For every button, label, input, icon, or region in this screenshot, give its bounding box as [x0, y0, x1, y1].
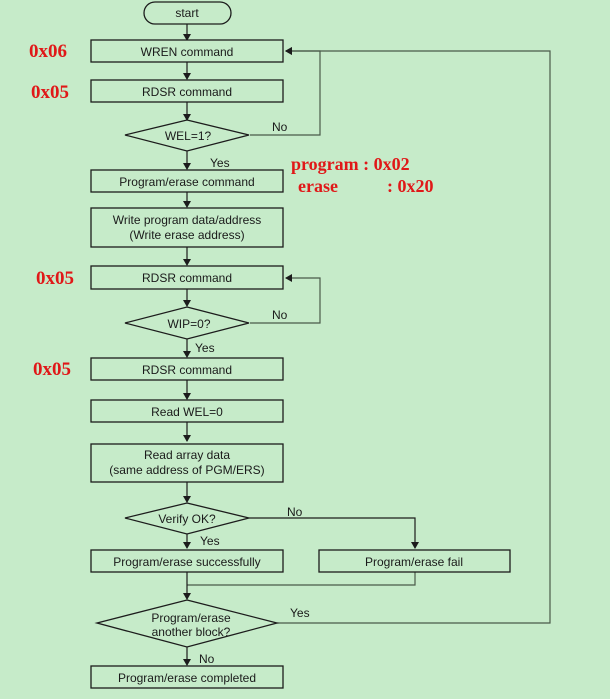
edge-label-another-yes: Yes	[290, 606, 310, 620]
wren-code-annotation: 0x06	[29, 41, 67, 62]
rdsr3-box	[90, 357, 284, 381]
wel-label: WEL=1?	[165, 129, 212, 143]
edge-label-wel-no: No	[272, 120, 288, 134]
program-code-annotation: program : 0x02	[291, 154, 410, 174]
rdsr1-label: RDSR command	[142, 85, 232, 99]
completed-label: Program/erase completed	[118, 671, 256, 685]
rdsr1-code-annotation: 0x05	[31, 82, 69, 103]
arrow-another-yes-loop	[277, 47, 551, 624]
connectors	[183, 24, 551, 666]
rdsr2-code-annotation: 0x05	[36, 268, 74, 289]
edge-label-verify-no: No	[287, 505, 303, 519]
rdsr3-label: RDSR command	[142, 363, 232, 377]
pe-command-box	[90, 169, 284, 193]
pe-command-label: Program/erase command	[119, 175, 254, 189]
wip-decision: WIP=0?	[124, 306, 250, 340]
rdsr3-code-annotation: 0x05	[33, 359, 71, 380]
verify-label: Verify OK?	[158, 512, 216, 526]
erase-code-annotation: : 0x20	[387, 176, 434, 196]
start-node: start	[143, 1, 232, 25]
edge-labels: No Yes No Yes No Yes Yes No	[195, 120, 310, 666]
another-block-label-line2: another block?	[152, 625, 231, 639]
write-data-node: Write program data/address (Write erase …	[90, 207, 284, 248]
wren-box	[90, 39, 284, 63]
wip-diamond	[124, 306, 250, 340]
verify-decision: Verify OK?	[124, 502, 250, 535]
read-array-box	[90, 443, 284, 483]
rdsr2-box	[90, 265, 284, 290]
success-label: Program/erase successfully	[113, 555, 260, 569]
erase-label-annotation: erase	[298, 176, 338, 196]
fail-node: Program/erase fail	[318, 549, 511, 573]
start-label: start	[175, 6, 199, 20]
fail-box	[318, 549, 511, 573]
rdsr1-box	[90, 79, 284, 103]
annotations: 0x06 0x05 0x05 0x05 program : 0x02 erase…	[29, 41, 434, 380]
fail-label: Program/erase fail	[365, 555, 463, 569]
rdsr3-node: RDSR command	[90, 357, 284, 381]
wip-label: WIP=0?	[167, 317, 210, 331]
arrow-wip-no-loop	[250, 274, 321, 324]
read-wel-box	[90, 399, 284, 423]
write-data-label-line1: Write program data/address	[113, 213, 262, 227]
wel-diamond	[124, 119, 250, 152]
success-node: Program/erase successfully	[90, 549, 284, 573]
another-block-decision: Program/erase another block?	[94, 599, 280, 648]
completed-node: Program/erase completed	[90, 665, 284, 689]
edge-label-another-no: No	[199, 652, 215, 666]
read-wel-node: Read WEL=0	[90, 399, 284, 423]
rdsr2-label: RDSR command	[142, 271, 232, 285]
success-box	[90, 549, 284, 573]
pe-command-node: Program/erase command	[90, 169, 284, 193]
completed-box	[90, 665, 284, 689]
another-block-label-line1: Program/erase	[151, 611, 231, 625]
edge-label-wel-yes: Yes	[210, 156, 230, 170]
edge-label-wip-yes: Yes	[195, 341, 215, 355]
read-wel-label: Read WEL=0	[151, 405, 223, 419]
rdsr1-node: RDSR command	[90, 79, 284, 103]
read-array-label-line1: Read array data	[144, 448, 230, 462]
write-data-box	[90, 207, 284, 248]
wel-decision: WEL=1?	[124, 119, 250, 152]
rdsr2-node: RDSR command	[90, 265, 284, 290]
read-array-label-line2: (same address of PGM/ERS)	[109, 463, 264, 477]
read-array-node: Read array data (same address of PGM/ERS…	[90, 443, 284, 483]
start-terminator	[143, 1, 232, 25]
wren-label: WREN command	[141, 45, 234, 59]
another-block-diamond	[94, 599, 280, 648]
arrow-verify-no	[249, 517, 419, 549]
verify-diamond	[124, 502, 250, 535]
connector-fail-merge	[187, 572, 416, 586]
wren-node: WREN command	[90, 39, 284, 63]
edge-label-wip-no: No	[272, 308, 288, 322]
write-data-label-line2: (Write erase address)	[129, 228, 244, 242]
edge-label-verify-yes: Yes	[200, 534, 220, 548]
